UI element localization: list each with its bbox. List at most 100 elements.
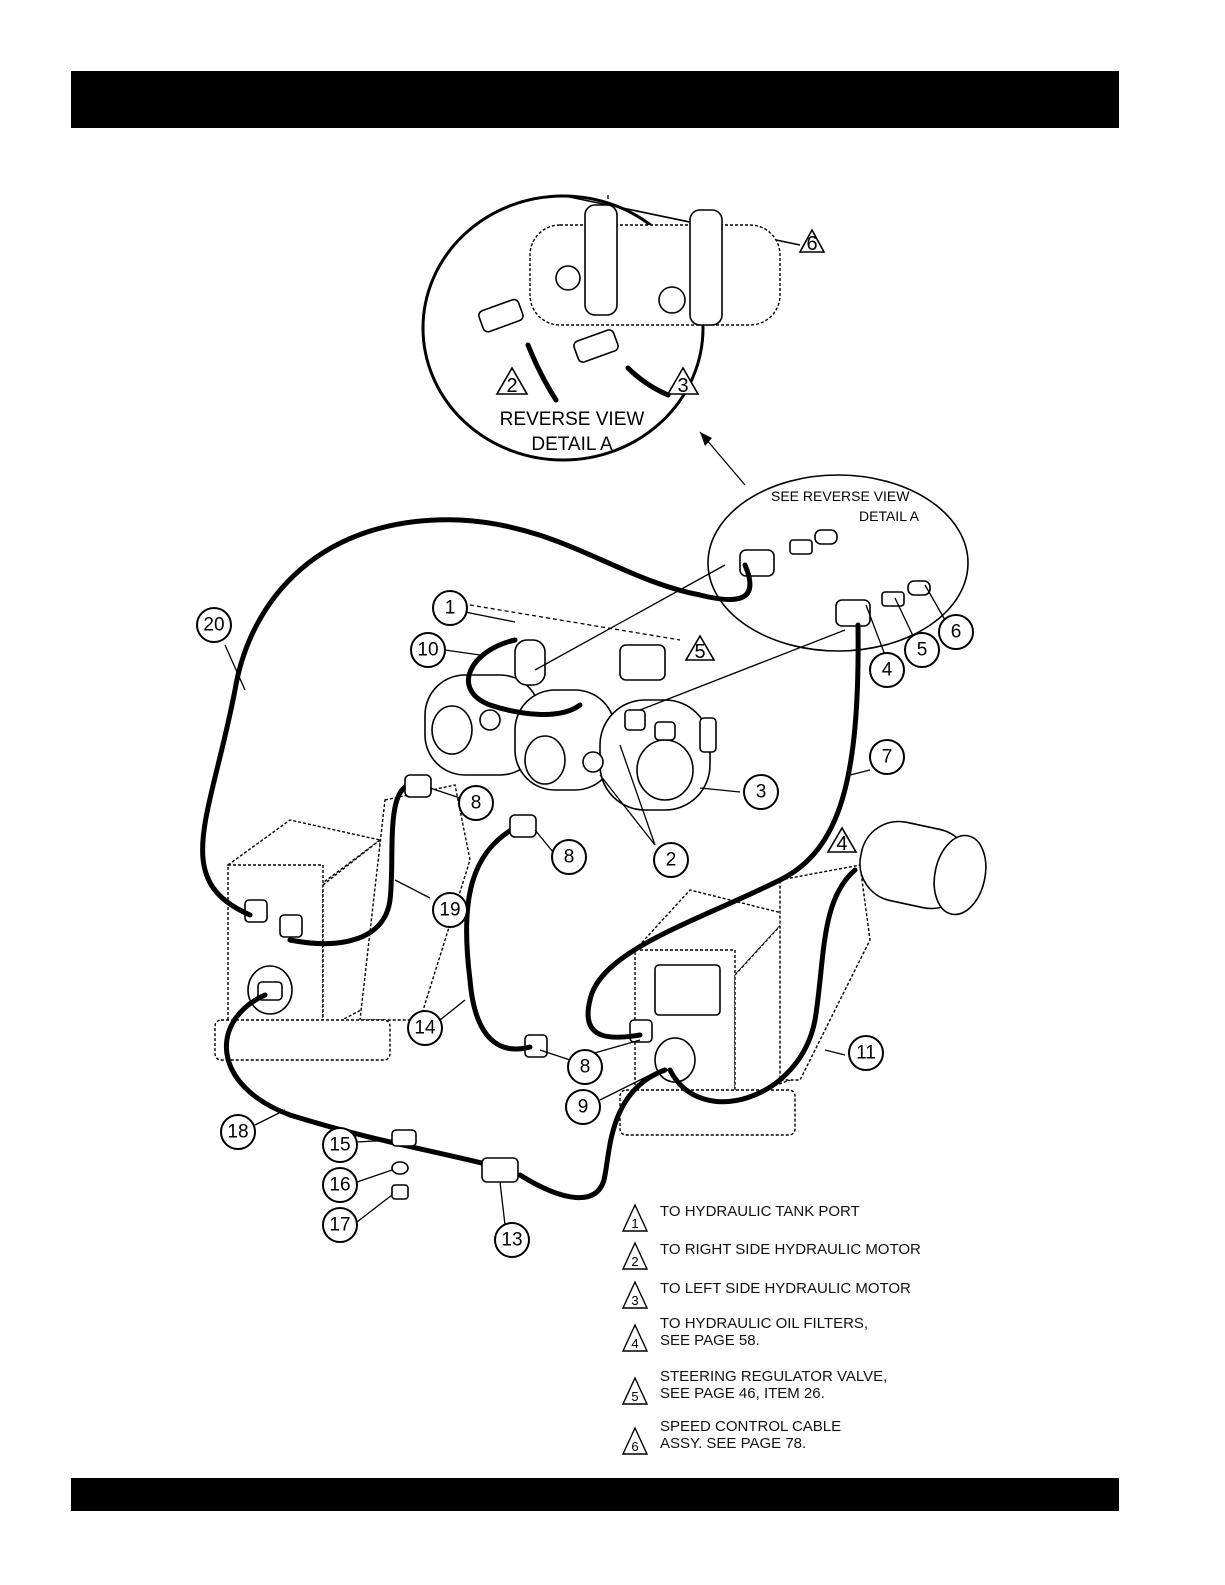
callout-11: 11 xyxy=(848,1035,884,1071)
lever-left xyxy=(584,204,618,316)
svg-text:9: 9 xyxy=(578,1097,589,1118)
svg-text:2: 2 xyxy=(666,850,677,871)
hose-20 xyxy=(200,517,753,918)
marker-6-detail: 6 xyxy=(798,228,826,255)
legend-triangle-1: 1 xyxy=(621,1203,649,1232)
legend-item-1: 1 TO HYDRAULIC TANK PORT xyxy=(620,1203,1040,1243)
svg-text:20: 20 xyxy=(203,615,224,636)
footer-bar xyxy=(71,1478,1119,1511)
fitting-8-a xyxy=(404,774,432,798)
svg-text:6: 6 xyxy=(951,622,962,643)
svg-text:1: 1 xyxy=(445,598,456,619)
legend-text-3: TO LEFT SIDE HYDRAULIC MOTOR xyxy=(660,1280,911,1297)
callout-8-b: 8 xyxy=(551,839,587,875)
legend-text-5: STEERING REGULATOR VALVE, SEE PAGE 46, I… xyxy=(660,1368,888,1402)
svg-text:13: 13 xyxy=(501,1230,522,1251)
callout-20: 20 xyxy=(196,607,232,643)
legend-item-6: 6 SPEED CONTROL CABLE ASSY. SEE PAGE 78. xyxy=(620,1418,1040,1458)
callout-13: 13 xyxy=(494,1222,530,1258)
svg-text:17: 17 xyxy=(329,1215,350,1236)
callout-10: 10 xyxy=(410,632,446,668)
left-motor-housing xyxy=(214,784,471,1061)
svg-text:2: 2 xyxy=(631,1254,638,1269)
header-bar xyxy=(71,71,1119,128)
svg-text:2: 2 xyxy=(506,375,517,397)
callout-17: 17 xyxy=(322,1207,358,1243)
hose-7 xyxy=(585,622,861,1040)
callout-14: 14 xyxy=(407,1010,443,1046)
callout-8-a: 8 xyxy=(458,785,494,821)
callout-9: 9 xyxy=(565,1089,601,1125)
svg-text:6: 6 xyxy=(631,1439,638,1454)
detail-title-line1: REVERSE VIEW xyxy=(500,409,645,430)
see-reverse-view-group: SEE REVERSE VIEW DETAIL A xyxy=(707,474,969,652)
callout-7: 7 xyxy=(869,739,905,775)
svg-text:16: 16 xyxy=(329,1175,350,1196)
tee-fitting-13 xyxy=(481,1157,519,1183)
callout-2: 2 xyxy=(653,842,689,878)
svg-text:3: 3 xyxy=(631,1293,638,1308)
svg-text:7: 7 xyxy=(882,747,893,768)
svg-text:15: 15 xyxy=(329,1135,350,1156)
svg-text:4: 4 xyxy=(631,1336,638,1351)
legend-triangle-2: 2 xyxy=(621,1241,649,1270)
hose-19 xyxy=(287,782,413,947)
hose-11 xyxy=(667,867,858,1105)
hose-14 xyxy=(464,822,533,1052)
svg-text:4: 4 xyxy=(836,833,847,855)
see-reverse-view-line1: SEE REVERSE VIEW xyxy=(771,488,910,504)
legend-text-4: TO HYDRAULIC OIL FILTERS, SEE PAGE 58. xyxy=(660,1315,869,1349)
callout-3: 3 xyxy=(743,774,779,810)
svg-text:4: 4 xyxy=(882,660,893,681)
marker-2-detail: 2 xyxy=(495,366,529,397)
svg-text:8: 8 xyxy=(471,793,482,814)
legend-item-5: 5 STEERING REGULATOR VALVE, SEE PAGE 46,… xyxy=(620,1368,1040,1408)
svg-text:11: 11 xyxy=(856,1043,876,1064)
steering-regulator-valve xyxy=(619,644,666,681)
see-reverse-view-circle xyxy=(707,474,969,652)
svg-text:18: 18 xyxy=(227,1122,248,1143)
callout-15: 15 xyxy=(322,1127,358,1163)
svg-text:6: 6 xyxy=(806,233,817,255)
callout-16: 16 xyxy=(322,1167,358,1203)
callout-18: 18 xyxy=(220,1114,256,1150)
elbow-fitting-2 xyxy=(573,329,619,363)
hydraulic-oil-filter: 4 xyxy=(826,820,987,916)
elbow-fitting-b xyxy=(835,599,871,627)
svg-text:19: 19 xyxy=(439,900,460,921)
legend-triangle-4: 4 xyxy=(621,1323,649,1352)
svg-text:10: 10 xyxy=(417,640,438,661)
svg-text:14: 14 xyxy=(414,1018,436,1039)
nut-17 xyxy=(391,1184,409,1200)
legend-item-3: 3 TO LEFT SIDE HYDRAULIC MOTOR xyxy=(620,1280,1040,1320)
clamp-15 xyxy=(391,1129,417,1147)
callout-6-top: 6 xyxy=(938,614,974,650)
legend-triangle-6: 6 xyxy=(621,1426,649,1455)
legend-text-2: TO RIGHT SIDE HYDRAULIC MOTOR xyxy=(660,1241,921,1258)
svg-text:8: 8 xyxy=(580,1057,591,1078)
detail-title-line2: DETAIL A xyxy=(531,434,613,455)
elbow-fitting-1 xyxy=(478,298,524,333)
lever-right xyxy=(689,209,723,326)
svg-text:3: 3 xyxy=(677,375,688,397)
detail-a-view: 6 2 3 REVERSE VIEW DETAIL A xyxy=(421,194,826,462)
tandem-pump-assembly: 5 xyxy=(424,604,717,811)
marker-4-main: 4 xyxy=(826,826,858,855)
legend-triangle-3: 3 xyxy=(621,1280,649,1309)
washer-16 xyxy=(391,1161,409,1175)
hose-9 xyxy=(517,1067,668,1200)
callout-1: 1 xyxy=(432,590,468,626)
svg-text:5: 5 xyxy=(917,640,928,661)
legend-triangle-5: 5 xyxy=(621,1376,649,1405)
svg-text:8: 8 xyxy=(564,847,575,868)
see-reverse-view-line2: DETAIL A xyxy=(859,508,920,524)
callout-19: 19 xyxy=(432,892,468,928)
marker-3-detail: 3 xyxy=(666,366,700,397)
hose-10 xyxy=(466,637,583,717)
callout-4-top: 4 xyxy=(869,652,905,688)
svg-text:5: 5 xyxy=(694,641,705,663)
hose-18 xyxy=(223,992,493,1168)
svg-text:3: 3 xyxy=(756,782,767,803)
port-fitting-1 xyxy=(514,639,546,686)
marker-5-main: 5 xyxy=(684,634,716,663)
